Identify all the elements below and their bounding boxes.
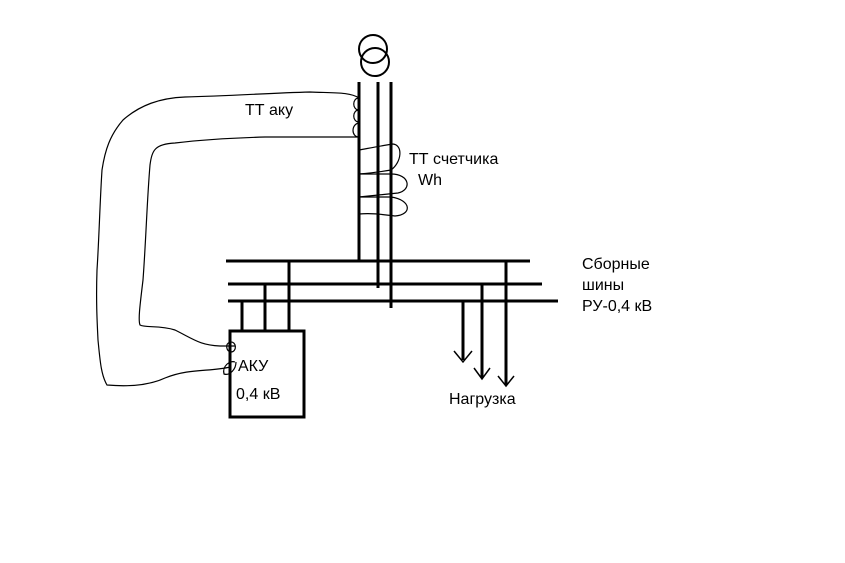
ct-lead-inner <box>138 136 360 347</box>
busbars-label-line1: Сборные <box>582 256 650 273</box>
ct-meter-label-line1: ТТ счетчика <box>409 151 499 168</box>
ct-compensator-turn <box>353 109 360 123</box>
compensator-unit-box <box>228 329 306 419</box>
compensator-taps <box>240 261 291 332</box>
ct-meter-turn <box>358 173 408 198</box>
busbars <box>226 259 558 303</box>
load-arrow-1 <box>453 350 473 364</box>
busbars-label-line2: шины <box>582 277 625 294</box>
ct-meter-turn <box>358 143 401 175</box>
compensator-label-line2: 0,4 кВ <box>236 386 281 403</box>
compensator-label-line1: АКУ <box>238 358 269 375</box>
load-arrow-2 <box>473 367 491 381</box>
ct-meter-label-line2: Wh <box>418 172 442 189</box>
ct-compensator-label: ТТ аку <box>245 102 294 119</box>
ct-lead-outer <box>95 91 360 387</box>
ct-meter-turn <box>358 196 408 217</box>
transformer-symbol <box>358 34 390 77</box>
ct-meter-coil <box>358 143 408 217</box>
load-arrows <box>453 350 515 388</box>
load-label: Нагрузка <box>449 391 516 408</box>
load-feeders <box>461 261 508 385</box>
load-arrow-3 <box>497 375 515 388</box>
transformer-winding-secondary <box>360 47 390 77</box>
busbars-label-line3: РУ-0,4 кВ <box>582 298 653 315</box>
transformer-winding-primary <box>358 34 388 64</box>
transformer-phase-conductors <box>357 82 393 308</box>
